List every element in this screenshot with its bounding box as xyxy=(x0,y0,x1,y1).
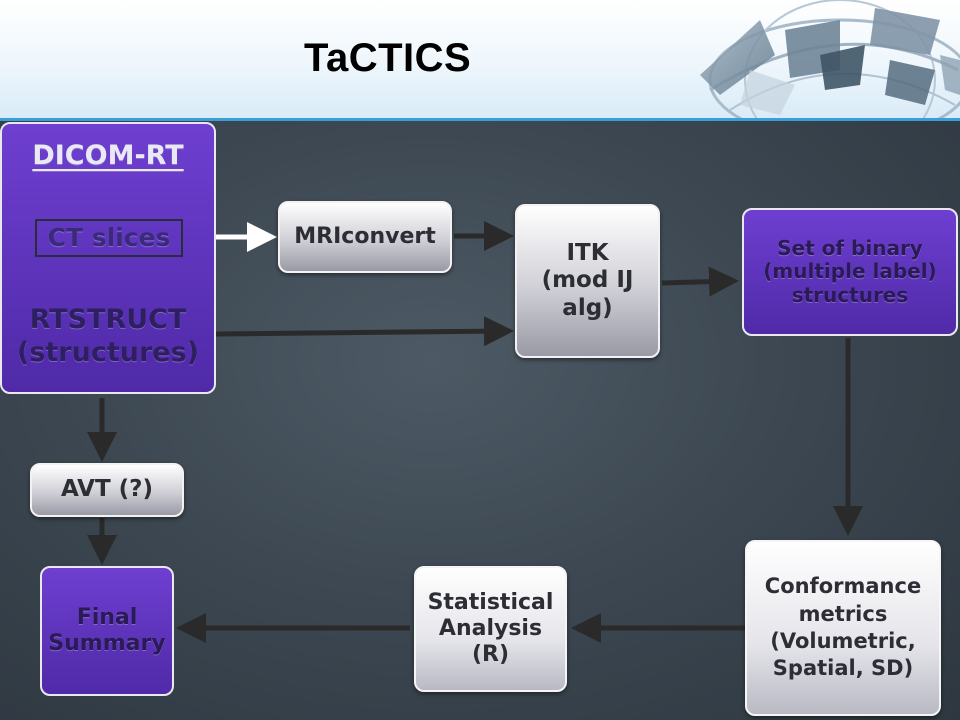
itk-line1: ITK xyxy=(566,240,609,267)
statistical-analysis-node: Statistical Analysis (R) xyxy=(414,566,567,692)
final-line2: Summary xyxy=(48,631,166,656)
binary-line3: structures xyxy=(791,282,909,307)
globe-logo-icon xyxy=(700,0,960,118)
final-summary-node: Final Summary xyxy=(40,566,174,696)
rtstruct-line2: (structures) xyxy=(16,336,200,368)
stat-line3: (R) xyxy=(471,641,510,667)
avt-node: AVT (?) xyxy=(30,463,184,517)
itk-line3: alg) xyxy=(562,294,613,321)
binary-line2: (multiple label) xyxy=(763,259,937,284)
dicom-rt-node: DICOM-RT CT slices RTSTRUCT (structures) xyxy=(0,122,216,394)
avt-label: AVT (?) xyxy=(60,476,154,503)
itk-node: ITK (mod IJ alg) xyxy=(515,204,660,358)
rtstruct-line1: RTSTRUCT xyxy=(29,304,187,335)
slide-header: TaCTICS xyxy=(0,0,960,118)
conformance-metrics-node: Conformance metrics (Volumetric, Spatial… xyxy=(745,540,941,716)
itk-line2: (mod IJ xyxy=(541,267,634,294)
conf-line4: Spatial, SD) xyxy=(772,656,914,681)
stat-line1: Statistical xyxy=(427,590,554,616)
page-title: TaCTICS xyxy=(304,36,472,80)
final-line1: Final xyxy=(76,605,138,631)
mriconvert-node: MRIconvert xyxy=(278,201,452,273)
conf-line3: (Volumetric, xyxy=(770,629,916,653)
rtstruct-label: RTSTRUCT (structures) xyxy=(2,304,214,370)
conf-line1: Conformance xyxy=(764,574,922,599)
ct-slices-label: CT slices xyxy=(35,219,183,257)
binary-structures-node: Set of binary (multiple label) structure… xyxy=(742,208,958,336)
mriconvert-label: MRIconvert xyxy=(294,224,436,250)
stat-line2: Analysis xyxy=(438,616,543,642)
binary-line1: Set of binary xyxy=(777,235,923,260)
dicom-rt-title: DICOM-RT xyxy=(32,140,184,171)
conf-line2: metrics xyxy=(798,601,888,626)
